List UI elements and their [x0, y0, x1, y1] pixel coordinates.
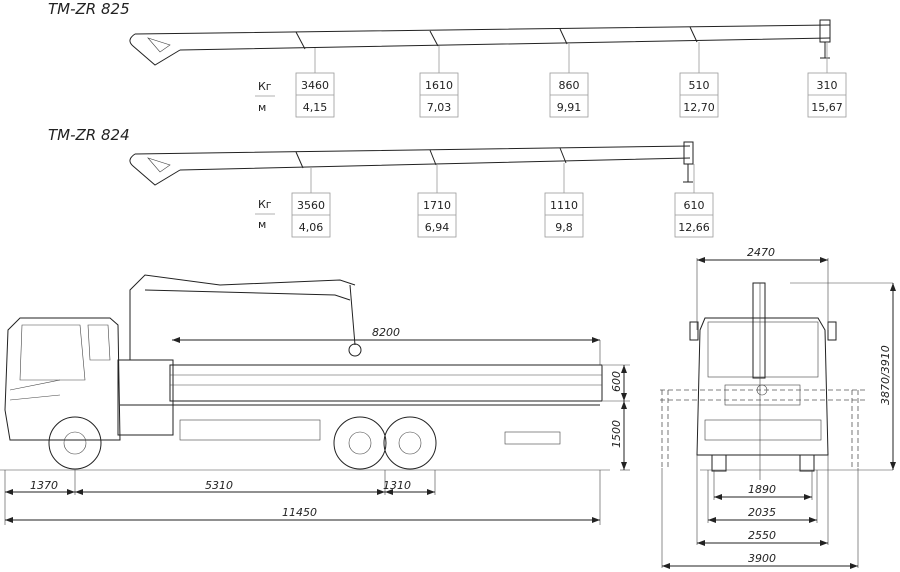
- crane-column: [752, 282, 766, 379]
- load-kg: 860: [559, 79, 580, 92]
- reach-m: 9,8: [555, 221, 573, 234]
- reach-m: 12,66: [678, 221, 710, 234]
- dim-front-overhang: 1370: [30, 479, 58, 492]
- reach-m: 6,94: [425, 221, 450, 234]
- load-cell: 1610 7,03: [419, 46, 459, 118]
- load-kg: 510: [689, 79, 710, 92]
- dim-deck-height: 1500: [610, 420, 623, 448]
- crane-825-title: TM-ZR 825: [48, 0, 130, 18]
- crane-825-diagram: TM-ZR 825 Кг м 3460 4,15 1610 7,03 860 9,91 51…: [48, 0, 847, 118]
- load-kg: 1710: [423, 199, 451, 212]
- truck-side-view: [0, 274, 610, 471]
- unit-load-label: Кг: [258, 80, 272, 93]
- rear-wheel-2: [383, 416, 437, 470]
- windshield: [707, 321, 819, 378]
- dim-overall-length: 11450: [282, 506, 317, 519]
- truck-front-view: [660, 282, 893, 480]
- rear-wheel-1: [333, 416, 387, 470]
- crane-824-diagram: TM-ZR 824 Кг м 3560 4,06 1710 6,94 1110 9,8 61…: [48, 126, 714, 238]
- load-cell: 1710 6,94: [417, 165, 457, 238]
- crane-824-title: TM-ZR 824: [48, 126, 130, 144]
- unit-reach-label: м: [258, 101, 266, 114]
- cab: [4, 317, 121, 441]
- unit-reach-label: м: [258, 218, 266, 231]
- front-dimensions: 2470 3870/3910 1890 2035 2550 3900: [661, 246, 896, 569]
- dim-overall-width: 2550: [748, 529, 776, 542]
- load-cell: 3560 4,06: [291, 168, 331, 238]
- load-cell: 860 9,91: [549, 44, 589, 118]
- load-kg: 1110: [550, 199, 578, 212]
- dim-side-height: 600: [610, 371, 623, 392]
- load-table-825: Кг м 3460 4,15 1610 7,03 860 9,91 510 12,70 310 1…: [255, 42, 847, 118]
- crane-base: [117, 359, 174, 436]
- hook: [348, 343, 362, 357]
- reach-m: 4,06: [299, 221, 324, 234]
- load-kg: 1610: [425, 79, 453, 92]
- reach-m: 4,15: [303, 101, 328, 114]
- dim-outrigger-span: 3900: [748, 552, 776, 565]
- front-wheel: [48, 416, 102, 470]
- load-kg: 310: [817, 79, 838, 92]
- reach-m: 15,67: [811, 101, 843, 114]
- reach-m: 9,91: [557, 101, 582, 114]
- unit-load-label: Кг: [258, 198, 272, 211]
- load-cell: 3460 4,15: [295, 48, 335, 118]
- load-kg: 3460: [301, 79, 329, 92]
- reach-m: 7,03: [427, 101, 452, 114]
- boom-825: [129, 19, 831, 66]
- load-cell: 610 12,66: [674, 164, 714, 238]
- dim-wheelbase: 5310: [205, 479, 233, 492]
- dim-overall-height: 3870/3910: [879, 345, 892, 405]
- reach-m: 12,70: [683, 101, 715, 114]
- load-table-824: Кг м 3560 4,06 1710 6,94 1110 9,8 610 12,66: [255, 163, 714, 238]
- load-cell: 310 15,67: [807, 42, 847, 118]
- load-cell: 1110 9,8: [544, 163, 584, 238]
- dim-track-inner: 1890: [748, 483, 776, 496]
- load-cell: 510 12,70: [679, 42, 719, 118]
- cargo-deck: [169, 364, 603, 402]
- dim-deck-length: 8200: [372, 326, 400, 339]
- cab-front: [696, 317, 829, 456]
- dim-tandem: 1310: [383, 479, 411, 492]
- dim-cab-width: 2470: [747, 246, 775, 259]
- side-dimensions: 8200 600 1500 1370 5310 1310 11450: [4, 326, 630, 525]
- boom-824: [129, 141, 694, 186]
- load-kg: 610: [684, 199, 705, 212]
- dim-track: 2035: [748, 506, 776, 519]
- load-kg: 3560: [297, 199, 325, 212]
